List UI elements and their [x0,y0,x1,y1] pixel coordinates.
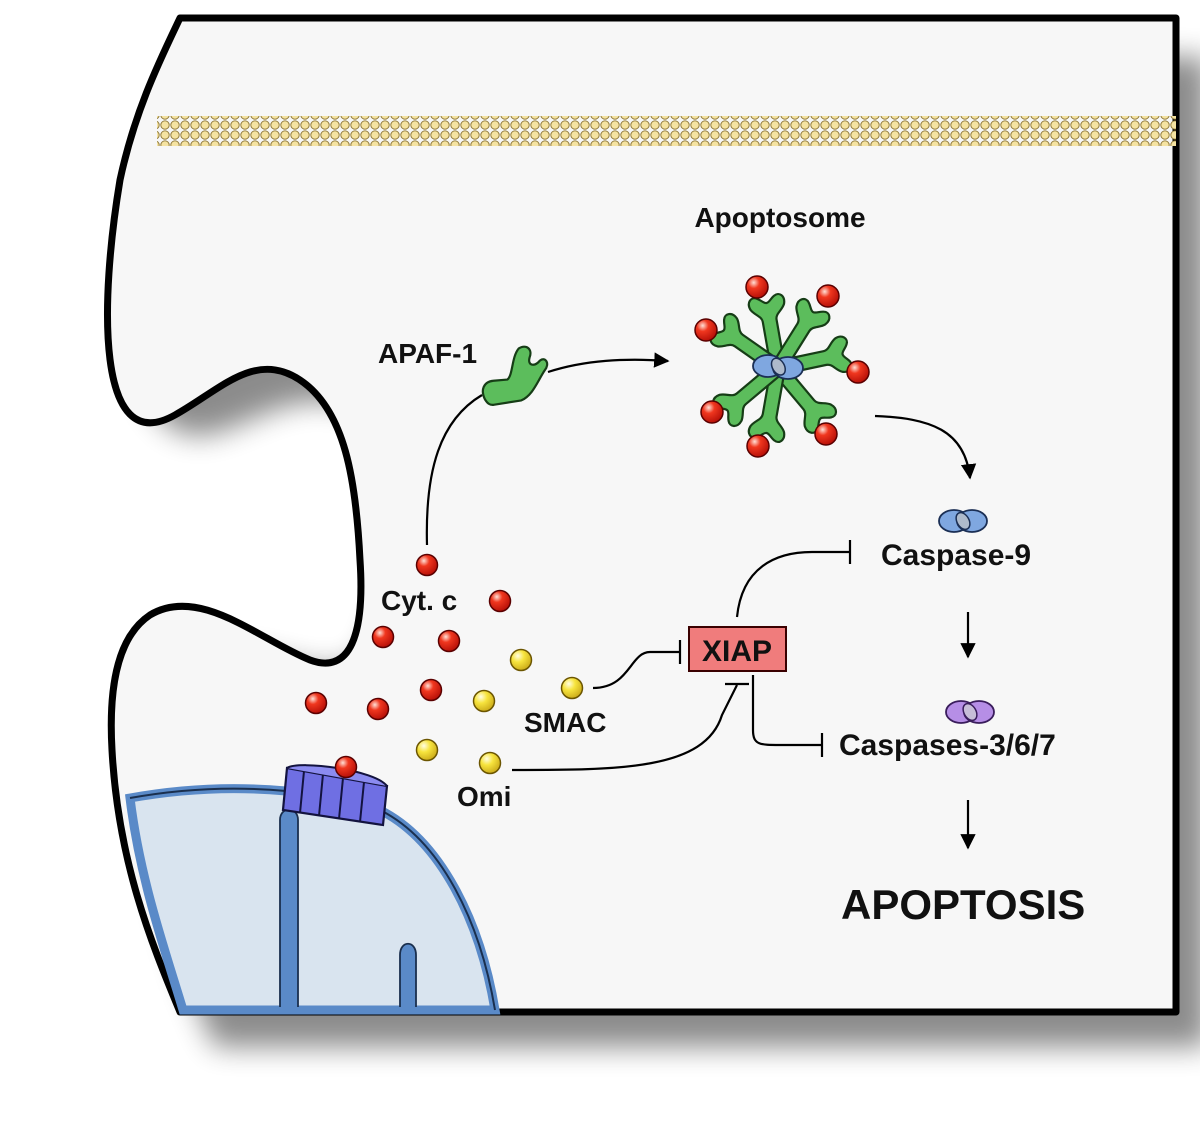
label-caspases367: Caspases-3/6/7 [839,729,1056,762]
label-cytc: Cyt. c [381,585,457,616]
label-apaf1: APAF-1 [378,338,477,369]
pathway-connectors [425,352,977,850]
pore-channel-icon [281,764,389,827]
apaf1-icon [481,345,549,406]
label-omi: Omi [457,781,511,812]
label-smac: SMAC [524,707,606,738]
label-apoptosome: Apoptosome [694,202,865,233]
plasma-membrane [157,116,1176,146]
xiap-box [688,626,787,672]
cytc-molecules [304,553,512,779]
label-xiap: XIAP [702,635,772,668]
caspase9-icon [938,509,988,533]
mitochondrion [125,784,501,1015]
apoptosome-icon [694,275,870,458]
caspase367-icon [945,700,995,724]
cell-body [104,14,1180,1016]
label-apoptosis: APOPTOSIS [841,881,1085,928]
smac-omi-molecules [415,648,584,775]
label-caspase9: Caspase-9 [881,539,1031,572]
